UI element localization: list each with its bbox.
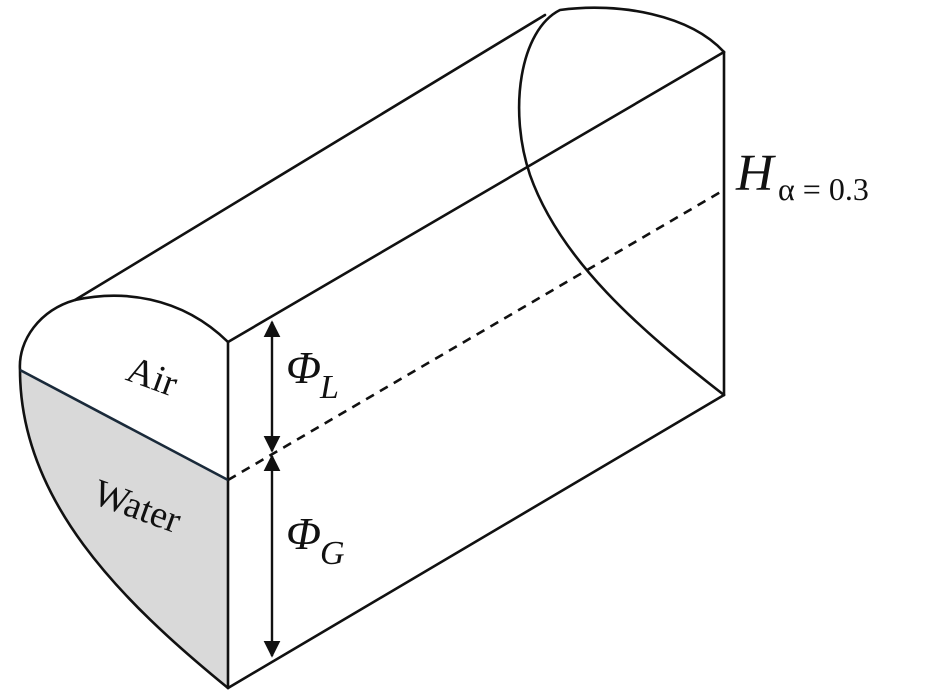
air-label: Air: [121, 348, 183, 405]
water-region: [20, 370, 228, 688]
bottom-front-edge: [226, 393, 726, 690]
top-front-edge: [226, 50, 726, 344]
upper-dimension-symbol: Φ: [286, 342, 321, 393]
upper-dimension-subscript: L: [319, 369, 339, 406]
back-face-arc: [517, 6, 726, 397]
top-back-edge: [73, 13, 547, 302]
interface-height-symbol: H: [735, 145, 776, 202]
lower-dimension-symbol: Φ: [286, 508, 321, 559]
air-water-interface: [19, 368, 229, 482]
front-face-arc: [18, 294, 230, 690]
interface-height-subscript: α = 0.3: [778, 171, 869, 207]
lower-dimension-subscript: G: [320, 535, 345, 572]
